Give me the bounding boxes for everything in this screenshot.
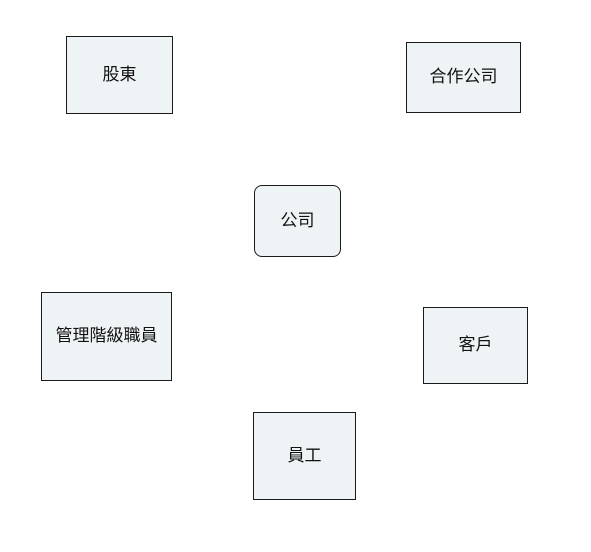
node-management-staff[interactable]: 管理階級職員 xyxy=(41,292,172,381)
node-label: 員工 xyxy=(287,445,322,466)
node-customers[interactable]: 客戶 xyxy=(423,307,528,384)
node-label: 合作公司 xyxy=(429,67,498,88)
node-company[interactable]: 公司 xyxy=(254,185,341,257)
node-label: 股東 xyxy=(102,64,137,85)
node-shareholders[interactable]: 股東 xyxy=(66,36,173,114)
node-label: 公司 xyxy=(280,210,315,231)
node-label: 管理階級職員 xyxy=(55,326,158,347)
node-label: 客戶 xyxy=(458,335,493,356)
node-partner-companies[interactable]: 合作公司 xyxy=(406,42,521,113)
node-employees[interactable]: 員工 xyxy=(253,412,356,500)
